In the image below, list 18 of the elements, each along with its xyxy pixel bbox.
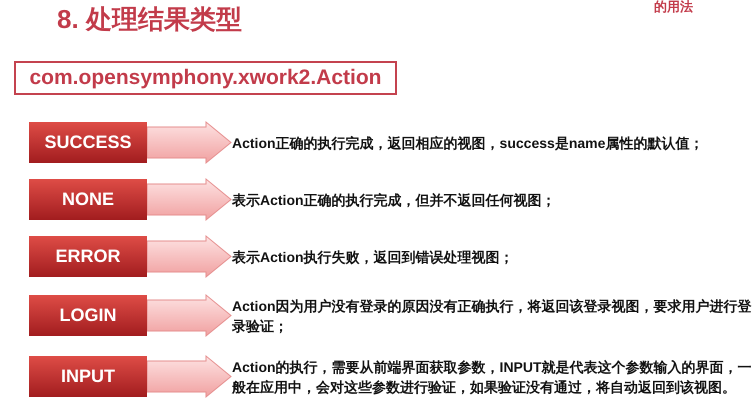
result-type-box: NONE <box>29 179 147 220</box>
result-type-box: SUCCESS <box>29 122 147 163</box>
description-text: Action的执行，需要从前端界面获取参数，INPUT就是代表这个参数输入的界面，一般在应用中，会对这些参数进行验证，如果验证没有通过，将自动返回到该视图。 <box>232 356 754 396</box>
result-type-box: ERROR <box>29 236 147 277</box>
block-arrow <box>146 354 232 398</box>
description-text: 表示Action执行失败，返回到错误处理视图； <box>232 246 754 266</box>
description-text: 表示Action正确的执行完成，但并不返回任何视图； <box>232 190 754 210</box>
block-arrow <box>146 120 232 164</box>
block-arrow <box>146 178 232 222</box>
class-name-box: com.opensymphony.xwork2.Action <box>14 61 397 95</box>
result-type-box: LOGIN <box>29 295 147 336</box>
description-text: Action正确的执行完成，返回相应的视图，success是name属性的默认值； <box>232 132 754 152</box>
description-text: Action因为用户没有登录的原因没有正确执行，将返回该登录视图，要求用户进行登录验证； <box>232 296 754 336</box>
header-text: 的用法 <box>654 0 693 14</box>
block-arrow <box>146 294 232 338</box>
slide-title: 8. 处理结果类型 <box>57 4 242 34</box>
result-type-box: INPUT <box>29 356 147 397</box>
block-arrow <box>146 234 232 278</box>
